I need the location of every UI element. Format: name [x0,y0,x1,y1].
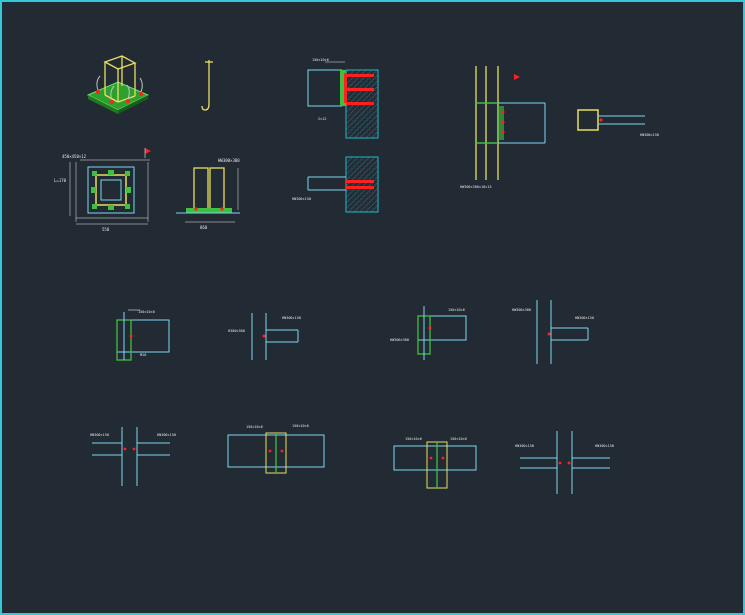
column-size-label: HW300×300×10×15 [460,185,492,189]
splice3-plate-right-label: 150×10×6 [450,437,467,441]
anchor-length-label: L=170 [54,178,67,183]
column-beam-joint-2: H300×300 HN300×150 [228,313,301,360]
joint3-plate-label: 150×10×6 [448,308,465,312]
splice1-left-label: HN300×150 [90,433,109,437]
beam-wall-connection-detail: 150×10×6 2×12 [307,58,379,139]
column-section-label: HW300×300 [218,158,240,163]
base-elevation-detail: HW300×300 860 [176,158,240,230]
anchor-bolt-detail [201,60,213,111]
joint4-beam-label: HN300×150 [575,316,594,320]
beam-end-detail: HN300×150 [577,109,659,137]
plate-width-label: 550 [102,227,110,232]
base-plate-plan-detail: 450×450×12 L=170 550 [54,148,151,232]
beam-wall-section-detail: HN300×150 [292,156,379,213]
column-beam-joint-1: 150×10×6 M20 [116,309,170,361]
joint2-column-label: H300×300 [228,329,245,333]
splice3-plate-label: 150×10×6 [405,437,422,441]
base-plate-label: 450×450×12 [62,154,87,159]
beam-size-label: HN300×150 [292,197,311,201]
splice4-left-label: HN300×150 [515,444,534,448]
iso-column-base-detail [86,55,150,114]
splice1-right-label: HN300×150 [157,433,176,437]
joint2-beam-label: HN300×150 [282,316,301,320]
splice2-plate-label: 150×10×6 [246,425,263,429]
joint1-plate-label: 150×10×6 [138,310,155,314]
joint1-bolt-label: M20 [140,353,146,357]
beam-splice-joint-2: 150×10×6 150×10×6 [227,424,325,474]
splice2-plate-right-label: 150×10×6 [292,424,309,428]
joint4-column-label: HW300×300 [512,308,531,312]
beam-end-label: HN300×150 [640,133,659,137]
base-dim-label: 860 [200,225,208,230]
splice4-right-label: HN300×150 [595,444,614,448]
column-beam-joint-4: HW300×300 HN300×150 [512,300,594,364]
beam-splice-joint-3: 150×10×6 150×10×6 [393,437,477,489]
beam-splice-joint-4: HN300×150 HN300×150 [515,431,614,494]
bolt-note-label: 2×12 [318,117,326,121]
plate-note-label: 150×10×6 [312,58,329,62]
beam-splice-joint-1: HN300×150 HN300×150 [90,427,176,486]
joint3-column-label: HW300×300 [390,338,409,342]
column-beam-joint-3: 150×10×6 HW300×300 [390,306,467,360]
column-beam-elevation-detail: HW300×300×10×15 [460,66,546,189]
